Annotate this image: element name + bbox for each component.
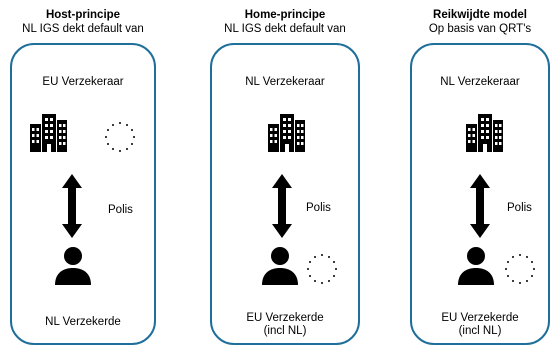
polis-label: Polis — [507, 202, 532, 214]
insured-label: NL Verzekerde — [45, 316, 121, 328]
panel — [210, 43, 360, 345]
panel — [10, 43, 156, 345]
insurer-label: NL Verzekeraar — [440, 76, 520, 88]
column-reikwijdte-model: Reikwijdte model Op basis van QRT's NL V… — [410, 0, 550, 347]
person-icon — [55, 247, 91, 285]
insurer-label: NL Verzekeraar — [245, 76, 325, 88]
eu-stars-icon — [505, 254, 535, 284]
insurer-label: EU Verzekeraar — [42, 76, 124, 88]
column-subtitle: Op basis van QRT's — [428, 23, 532, 35]
person-icon — [262, 247, 298, 285]
buildings-icon — [268, 114, 305, 152]
insured-label: EU Verzekerde (incl NL) — [246, 312, 324, 337]
polis-label: Polis — [108, 204, 133, 216]
buildings-icon — [30, 114, 67, 152]
eu-stars-icon — [105, 122, 135, 152]
eu-stars-icon — [307, 254, 337, 284]
buildings-icon — [466, 114, 503, 152]
column-heading: Home-principe NL IGS dekt default van — [210, 8, 360, 36]
double-arrow-icon — [62, 174, 82, 238]
column-subtitle: NL IGS dekt default van — [224, 23, 346, 35]
double-arrow-icon — [272, 174, 292, 238]
insured-label: EU Verzekerde (incl NL) — [441, 312, 519, 337]
column-title: Reikwijdte model — [433, 9, 527, 21]
column-heading: Reikwijdte model Op basis van QRT's — [410, 8, 550, 36]
column-subtitle: NL IGS dekt default van — [22, 23, 144, 35]
column-title: Home-principe — [244, 9, 326, 21]
column-heading: Host-principe NL IGS dekt default van — [10, 8, 156, 36]
column-host-principe: Host-principe NL IGS dekt default van EU… — [10, 0, 156, 347]
double-arrow-icon — [470, 174, 490, 238]
column-title: Host-principe — [45, 9, 121, 21]
polis-label: Polis — [306, 202, 331, 214]
panel — [410, 43, 550, 345]
person-icon — [458, 247, 494, 285]
column-home-principe: Home-principe NL IGS dekt default van NL… — [210, 0, 360, 347]
